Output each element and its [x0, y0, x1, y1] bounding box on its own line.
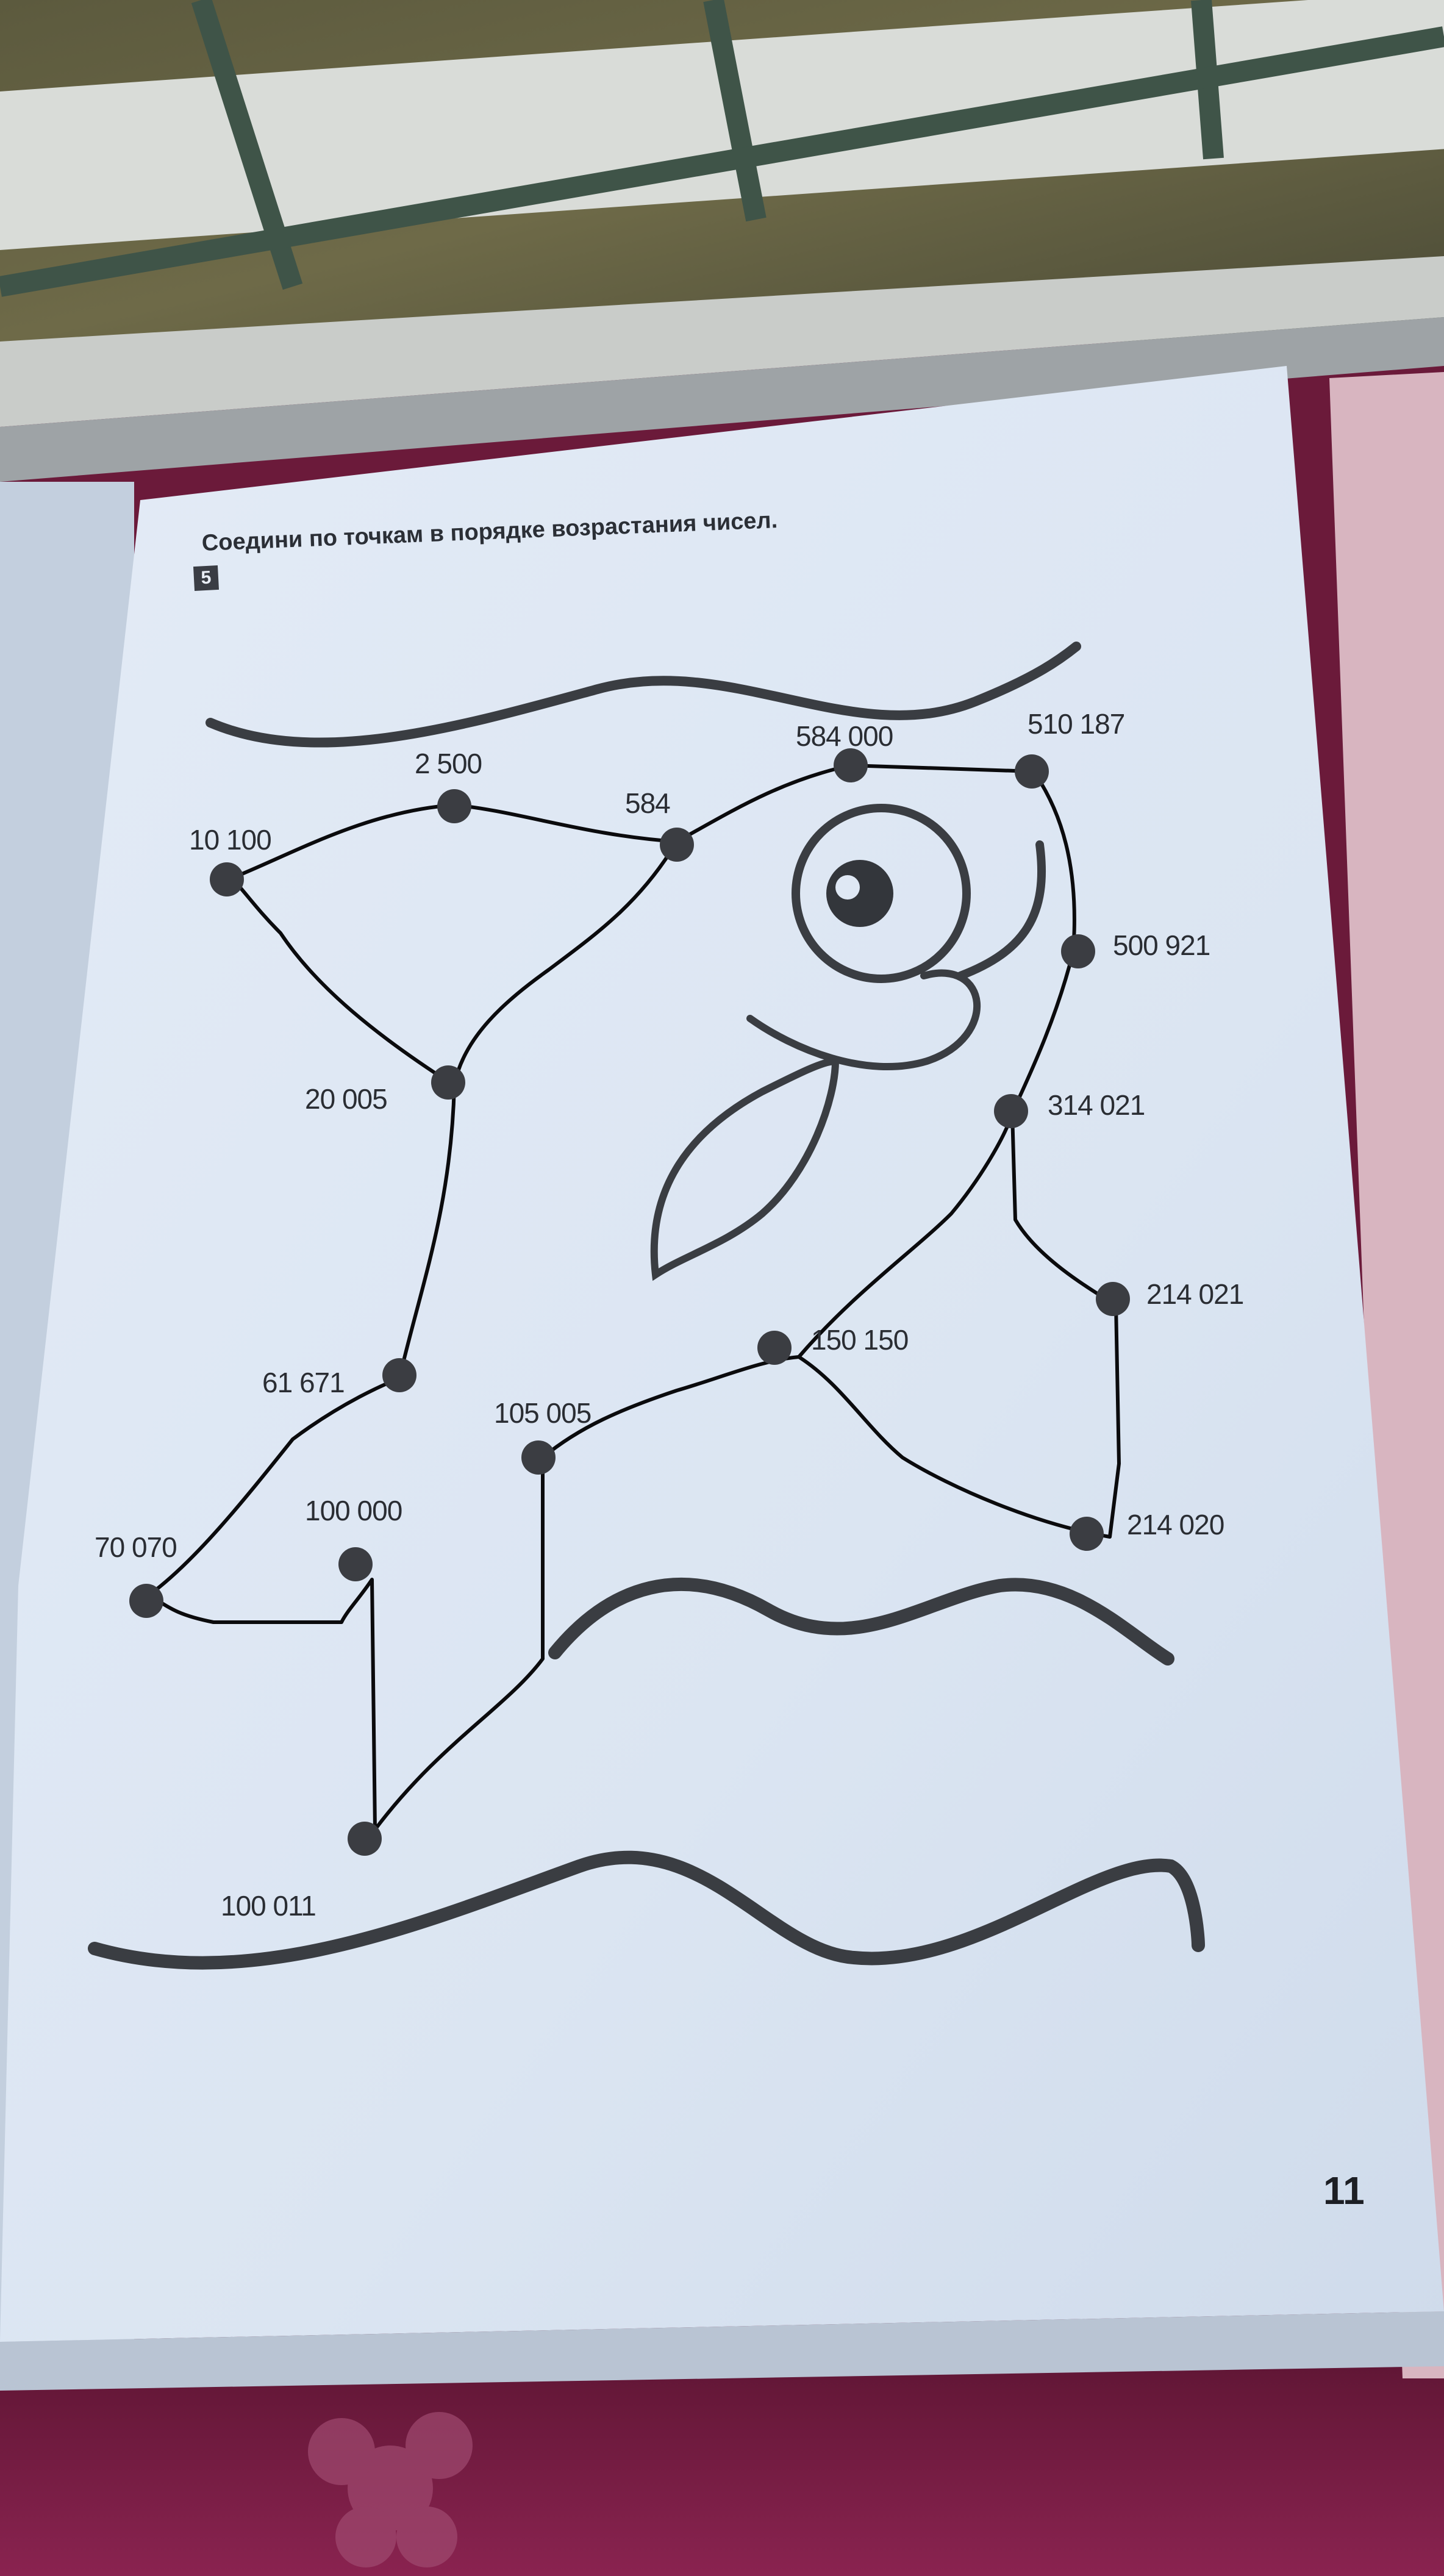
dot-label-584: 584	[625, 787, 671, 819]
dot-584000	[834, 748, 868, 782]
dot-label-10100: 10 100	[189, 824, 272, 856]
dot-label-150150: 150 150	[811, 1324, 909, 1356]
book-edge	[1329, 372, 1444, 2378]
dot-584	[660, 828, 694, 862]
dot-label-100011: 100 011	[221, 1890, 316, 1922]
dot-214020	[1070, 1517, 1104, 1551]
dot-214021	[1096, 1282, 1130, 1316]
dot-105005	[521, 1440, 556, 1475]
dot-20005	[431, 1065, 465, 1100]
dot-500921	[1061, 934, 1095, 968]
dot-314021	[994, 1094, 1028, 1128]
page-number: 11	[1323, 2169, 1365, 2213]
page-bottom-shadow	[0, 2311, 1444, 2391]
dot-label-100000: 100 000	[305, 1495, 402, 1526]
dot-100000	[338, 1547, 373, 1581]
dot-label-500921: 500 921	[1113, 929, 1210, 961]
dolphin-printed-features	[650, 804, 1046, 1281]
printed-waves	[88, 642, 1205, 1970]
dot-label-2500: 2 500	[415, 748, 482, 779]
dot-label-20005: 20 005	[305, 1083, 388, 1115]
dot-10100	[210, 862, 244, 896]
workbook-page	[0, 366, 1444, 2342]
dot-150150	[757, 1331, 792, 1365]
window-ledge	[0, 0, 1444, 250]
hand-drawn-line-inner	[452, 840, 1014, 1358]
dot-label-510187: 510 187	[1028, 708, 1125, 740]
dot-label-584000: 584 000	[796, 720, 893, 752]
task-number-badge: 5	[193, 565, 220, 592]
tablecloth-flowers	[308, 2412, 473, 2567]
dot-label-70070: 70 070	[95, 1531, 177, 1563]
dot-2500	[437, 789, 471, 823]
dot-label-105005: 105 005	[494, 1397, 592, 1429]
dot-label-214021: 214 021	[1146, 1278, 1244, 1310]
dot-510187	[1015, 754, 1049, 789]
window-bars	[0, 0, 1444, 297]
dot-100011	[348, 1822, 382, 1856]
dot-label-61671: 61 671	[262, 1367, 345, 1398]
dot-61671	[382, 1358, 416, 1392]
dot-label-214020: 214 020	[1127, 1509, 1224, 1540]
window-frame-shadow	[0, 317, 1444, 482]
window-frame	[0, 256, 1444, 427]
dot-70070	[129, 1584, 163, 1618]
dot-label-314021: 314 021	[1048, 1089, 1145, 1121]
